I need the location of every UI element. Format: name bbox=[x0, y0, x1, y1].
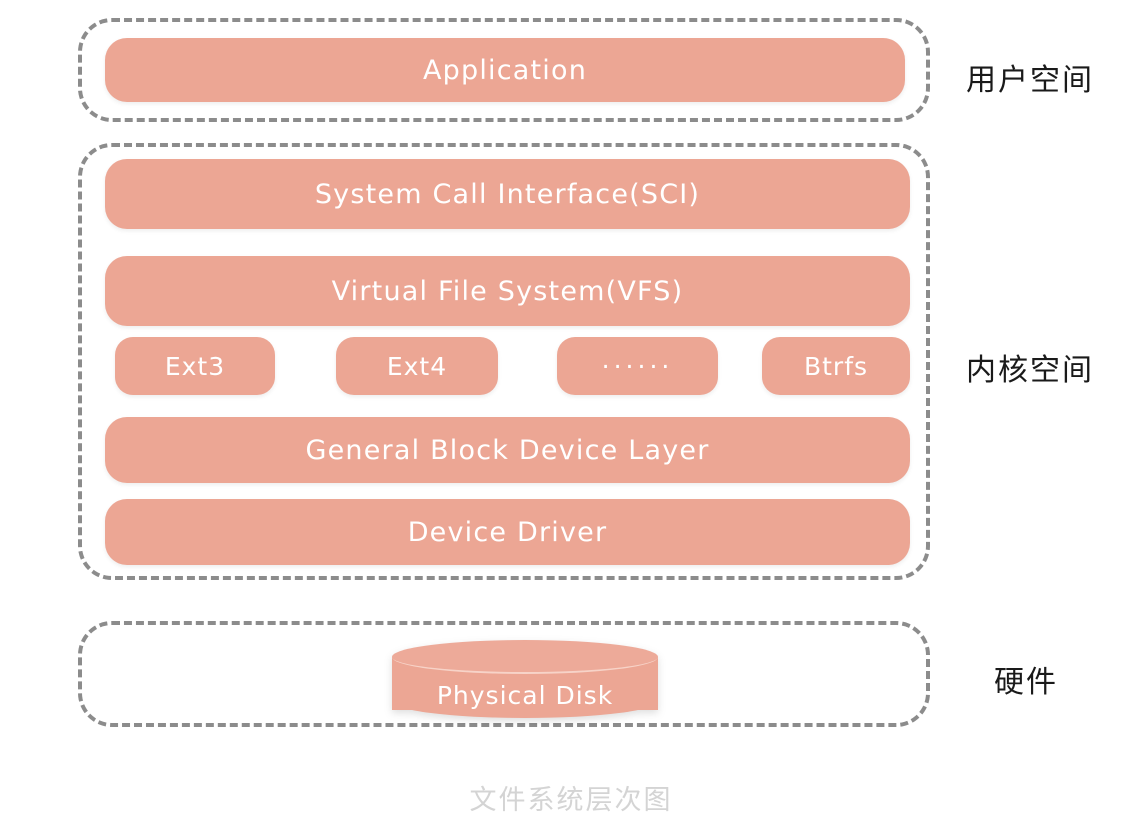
layer-box-system-call-interface[interactable]: System Call Interface(SCI) bbox=[105, 159, 910, 229]
layer-box-device-driver[interactable]: Device Driver bbox=[105, 499, 910, 565]
filesystem-box-ext3[interactable]: Ext3 bbox=[115, 337, 275, 395]
zone-user-space bbox=[78, 18, 930, 122]
layer-box-general-block-device-layer[interactable]: General Block Device Layer bbox=[105, 417, 910, 483]
zone-label-user-space: 用户空间 bbox=[966, 63, 1094, 98]
physical-disk-label: Physical Disk bbox=[436, 680, 614, 710]
disk-top-ellipse bbox=[392, 640, 658, 674]
layer-box-application[interactable]: Application bbox=[105, 38, 905, 102]
filesystem-box-ext4[interactable]: Ext4 bbox=[336, 337, 498, 395]
physical-disk-cylinder-icon[interactable]: Physical Disk bbox=[392, 640, 658, 718]
filesystem-box-ellipsis[interactable]: ······ bbox=[557, 337, 718, 395]
zone-hardware bbox=[78, 621, 930, 727]
filesystem-box-btrfs[interactable]: Btrfs bbox=[762, 337, 910, 395]
zone-label-kernel-space: 内核空间 bbox=[966, 353, 1094, 388]
layer-box-virtual-file-system[interactable]: Virtual File System(VFS) bbox=[105, 256, 910, 326]
diagram-caption: 文件系统层次图 bbox=[469, 785, 673, 816]
zone-label-hardware: 硬件 bbox=[994, 665, 1058, 700]
zone-kernel-space bbox=[78, 143, 930, 580]
